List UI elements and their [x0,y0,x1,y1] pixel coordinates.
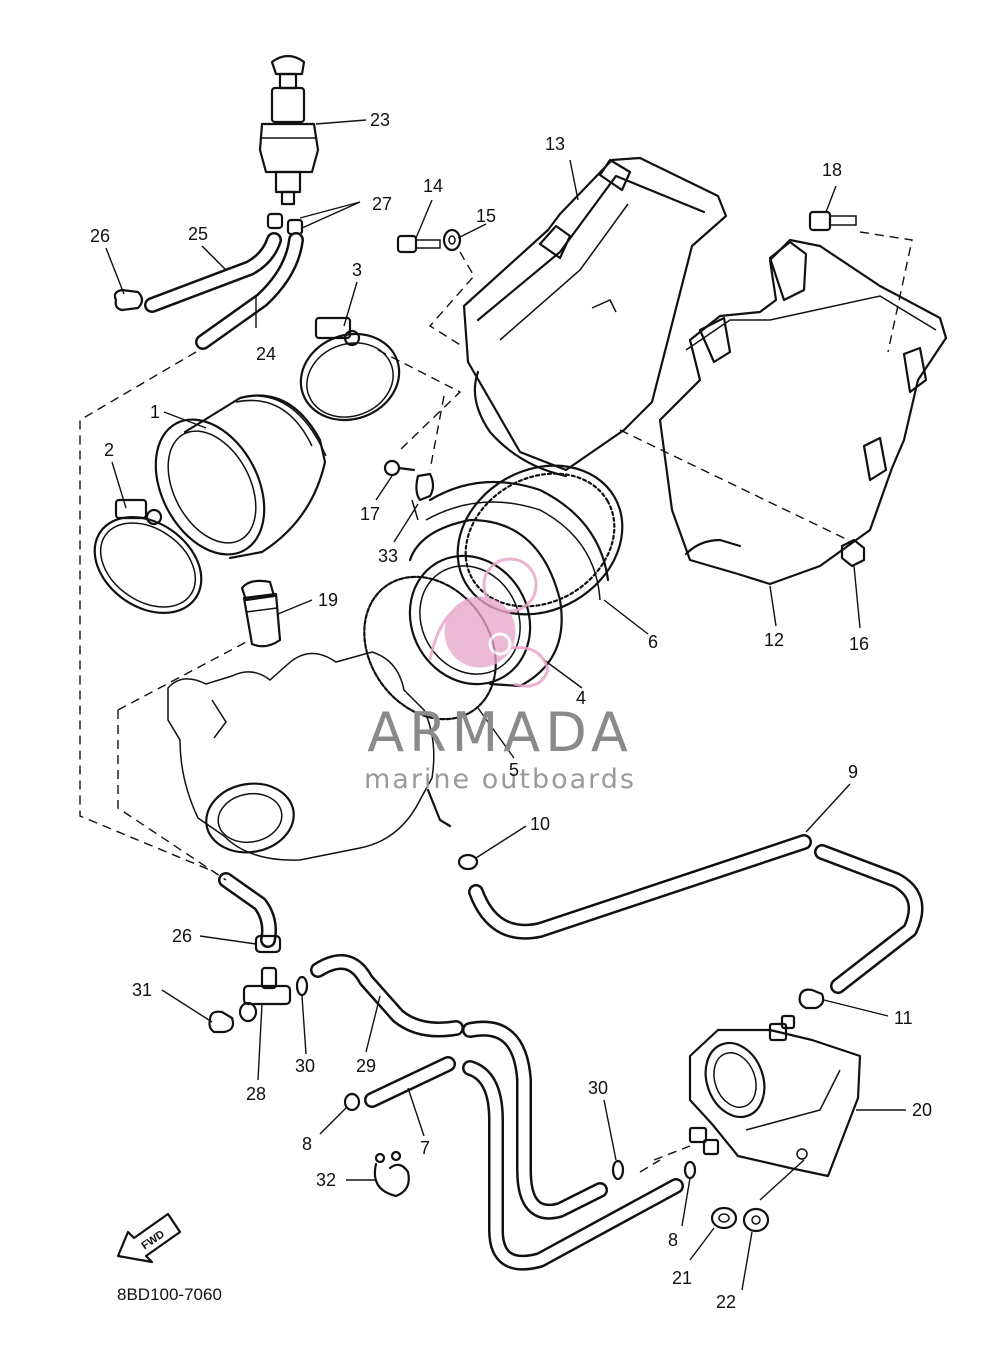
part-30-clip-right [611,1159,625,1181]
part-30-clip-left [295,975,309,997]
callout-9: 9 [848,762,858,782]
part-11-clip [798,988,825,1010]
brand-name: ARMADA [367,701,633,764]
part-26-clip-top [113,288,144,312]
callout-29: 29 [356,1056,376,1076]
callout-7: 7 [420,1138,430,1158]
carburetor-outline [167,651,452,861]
callout-20: 20 [912,1100,932,1120]
part-4-joint [408,554,532,686]
callout-28: 28 [246,1084,266,1104]
callout-32: 32 [316,1170,336,1190]
callout-12: 12 [764,630,784,650]
callout-22: 22 [716,1292,736,1312]
part-29-hose [310,954,464,1038]
part-10-clip [457,853,479,871]
callout-30-left: 30 [295,1056,315,1076]
part-12-case [658,238,948,586]
long-hose-a [462,1020,608,1220]
callout-2: 2 [104,440,114,460]
part-18-bolt [808,210,857,232]
callout-14: 14 [423,176,443,196]
callout-21: 21 [672,1268,692,1288]
leader-lines [105,119,906,1291]
part-21-nut [710,1206,738,1230]
callout-3: 3 [352,260,362,280]
callout-8-right: 8 [668,1230,678,1250]
part-14-bolt [396,234,441,254]
callout-4: 4 [576,688,586,708]
part-23-valve [258,54,320,206]
callout-23: 23 [370,110,390,130]
callout-labels: 1 2 3 4 5 6 7 8 8 9 10 11 12 13 14 15 16… [90,110,932,1312]
callout-30-right: 30 [588,1078,608,1098]
callout-6: 6 [648,632,658,652]
callout-25: 25 [188,224,208,244]
callout-33: 33 [378,546,398,566]
callout-27: 27 [372,194,392,214]
fwd-arrow-icon: FWD [116,1212,182,1264]
part-15-washer [442,228,462,252]
part-16-nut [840,538,866,568]
connection-lines [79,231,913,1173]
part-17-screw [383,459,416,477]
callout-16: 16 [849,634,869,654]
part-24-hose [195,232,304,350]
callout-1: 1 [150,402,160,422]
brand-tagline: marine outboards [364,764,636,795]
part-32-clip [373,1150,410,1198]
part-22-washer [742,1207,770,1233]
part-7-hose [364,1056,456,1108]
callout-5: 5 [509,760,519,780]
part-27-clamps [266,212,304,236]
callout-17: 17 [360,504,380,524]
callout-26-bottom: 26 [172,926,192,946]
armada-watermark: ARMADA marine outboards [364,557,636,795]
diagram-reference-code: 8BD100-7060 [117,1285,222,1304]
part-8-clip-right [683,1160,697,1180]
long-hose-b [462,1060,684,1271]
callout-10: 10 [530,814,550,834]
part-31-clip [208,1010,235,1034]
callout-15: 15 [476,206,496,226]
part-20-fuel-pump [688,1014,862,1178]
armada-logo-mark [428,557,550,688]
part-8-clip-left [343,1092,361,1112]
part-9-hose [468,834,924,994]
part-26-hose-bottom [218,872,277,948]
callout-19: 19 [318,590,338,610]
part-3-band-clamp [299,316,401,422]
callout-18: 18 [822,160,842,180]
part-1-rubber-joint [154,394,327,560]
part-19-cap [240,579,282,648]
part-33-clip [411,472,435,521]
callout-26-top: 26 [90,226,110,246]
callout-31: 31 [132,980,152,1000]
part-2-band-clamp [93,498,203,614]
part-28-joint [238,966,292,1023]
callout-13: 13 [545,134,565,154]
part-13-cover [462,156,728,478]
callout-24: 24 [256,344,276,364]
callout-8-left: 8 [302,1134,312,1154]
callout-11: 11 [894,1008,913,1028]
part-25-hose [144,232,282,313]
part-6-element [408,464,624,688]
